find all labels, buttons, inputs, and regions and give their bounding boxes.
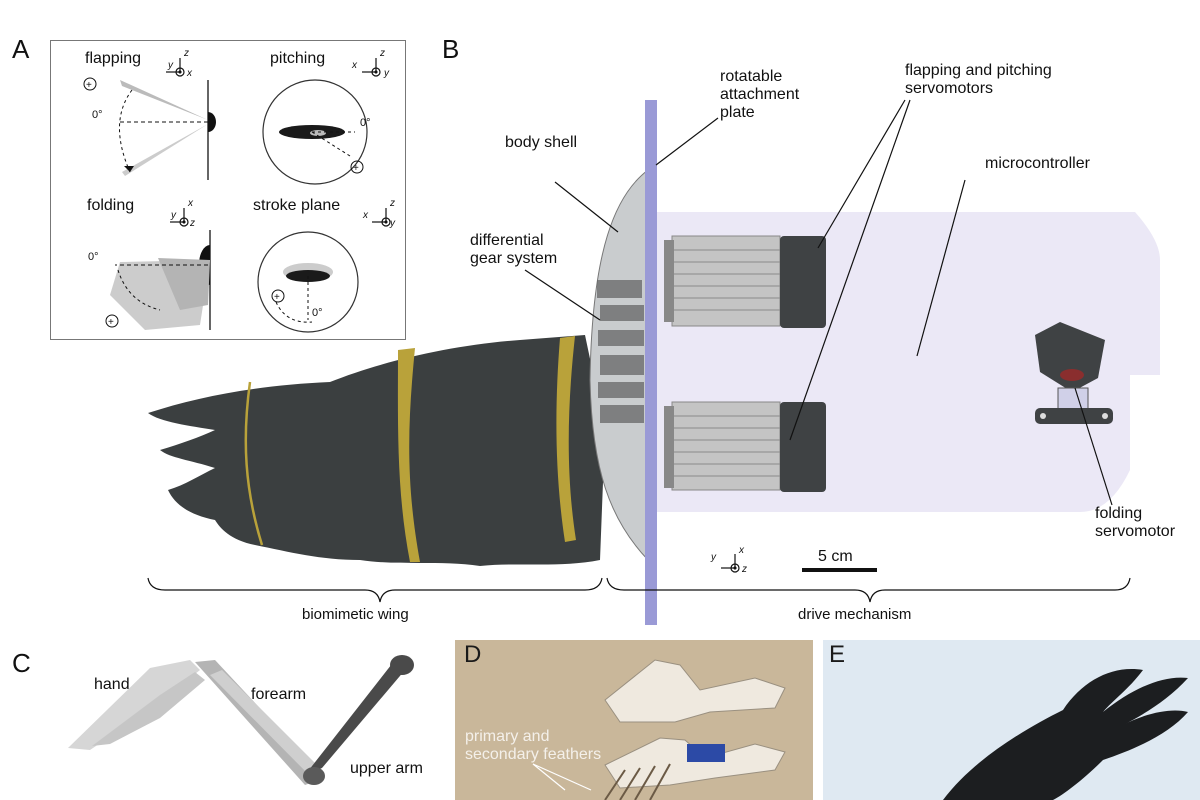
svg-text:0°: 0° — [92, 109, 103, 121]
svg-text:x: x — [738, 545, 745, 556]
biomimetic-wing-label: biomimetic wing — [302, 606, 409, 623]
svg-text:y: y — [710, 552, 717, 563]
panel-e-photo: E — [823, 640, 1200, 800]
microcontroller-label: microcontroller — [985, 155, 1090, 172]
wing-brace — [147, 577, 603, 603]
panel-e-drawing — [943, 669, 1188, 800]
folding-label: folding — [87, 197, 135, 214]
svg-text:0°: 0° — [88, 251, 99, 263]
svg-text:z: z — [379, 48, 385, 59]
upper-arm-label: upper arm — [350, 760, 423, 777]
svg-text:z: z — [189, 218, 195, 229]
stroke-plane-label: stroke plane — [253, 197, 341, 214]
plus-sign-icon: + — [83, 77, 97, 91]
feathers-label: primary and secondary feathers — [465, 728, 602, 763]
panel-label-b: B — [442, 34, 460, 64]
svg-text:+: + — [86, 80, 92, 91]
svg-text:x: x — [187, 198, 194, 209]
servomotors-label: flapping and pitching servomotors — [905, 62, 1052, 97]
svg-text:0°: 0° — [312, 307, 323, 319]
panel-label-c: C — [12, 648, 31, 678]
flapping-label: flapping — [85, 50, 142, 67]
svg-text:z: z — [183, 48, 189, 59]
panel-a-frame — [50, 40, 406, 340]
wing-shape — [148, 335, 605, 566]
scale-label: 5 cm — [818, 548, 853, 565]
servomotor-bottom — [664, 401, 826, 492]
gear-label: differential gear system — [470, 232, 558, 267]
plus-sign-icon: + — [105, 314, 119, 328]
panel-d-drawing — [532, 659, 786, 800]
forearm-label: forearm — [251, 686, 307, 703]
drive-brace — [606, 577, 1131, 603]
svg-text:y: y — [383, 68, 390, 79]
svg-text:z: z — [741, 564, 747, 575]
svg-text:0°: 0° — [360, 117, 371, 129]
svg-text:y: y — [170, 210, 177, 221]
panel-c-drawing — [68, 655, 414, 785]
svg-text:z: z — [389, 198, 395, 209]
panel-d-photo: D primary and secondary feathers — [455, 640, 813, 800]
plus-sign-icon: + — [350, 160, 364, 174]
panel-label-a: A — [12, 34, 30, 64]
axis-triad-icon — [170, 208, 189, 227]
rotatable-plate-label: rotatable attachment plate — [720, 68, 800, 121]
servomotor-top — [664, 235, 826, 328]
svg-text:x: x — [362, 210, 369, 221]
body-shell-label: body shell — [505, 134, 578, 151]
rotatable-plate — [645, 100, 657, 625]
svg-text:y: y — [389, 218, 396, 229]
axis-triad-icon — [362, 58, 381, 77]
scale-bar — [802, 568, 877, 572]
svg-text:+: + — [353, 163, 359, 174]
axis-triad-icon — [372, 208, 391, 227]
panel-a-drawings: yzx xzy yxz xzy 0° + 0° + 0° + 0° + — [83, 48, 396, 333]
panel-label-d: D — [464, 641, 482, 668]
svg-text:+: + — [108, 317, 114, 328]
svg-text:+: + — [274, 292, 280, 303]
hand-label: hand — [94, 676, 130, 693]
folding-servomotor — [1035, 322, 1113, 424]
plus-sign-icon: + — [271, 289, 285, 303]
panel-b-drawing: yxz — [147, 99, 1160, 625]
svg-text:x: x — [351, 60, 358, 71]
drive-mechanism-label: drive mechanism — [798, 606, 912, 623]
pitching-label: pitching — [270, 50, 326, 67]
folding-servomotor-label: folding servomotor — [1095, 505, 1176, 540]
svg-text:x: x — [186, 68, 193, 79]
panel-label-e: E — [829, 641, 846, 668]
axis-triad-icon — [166, 58, 185, 77]
svg-text:y: y — [167, 60, 174, 71]
axis-triad-icon — [721, 554, 740, 573]
